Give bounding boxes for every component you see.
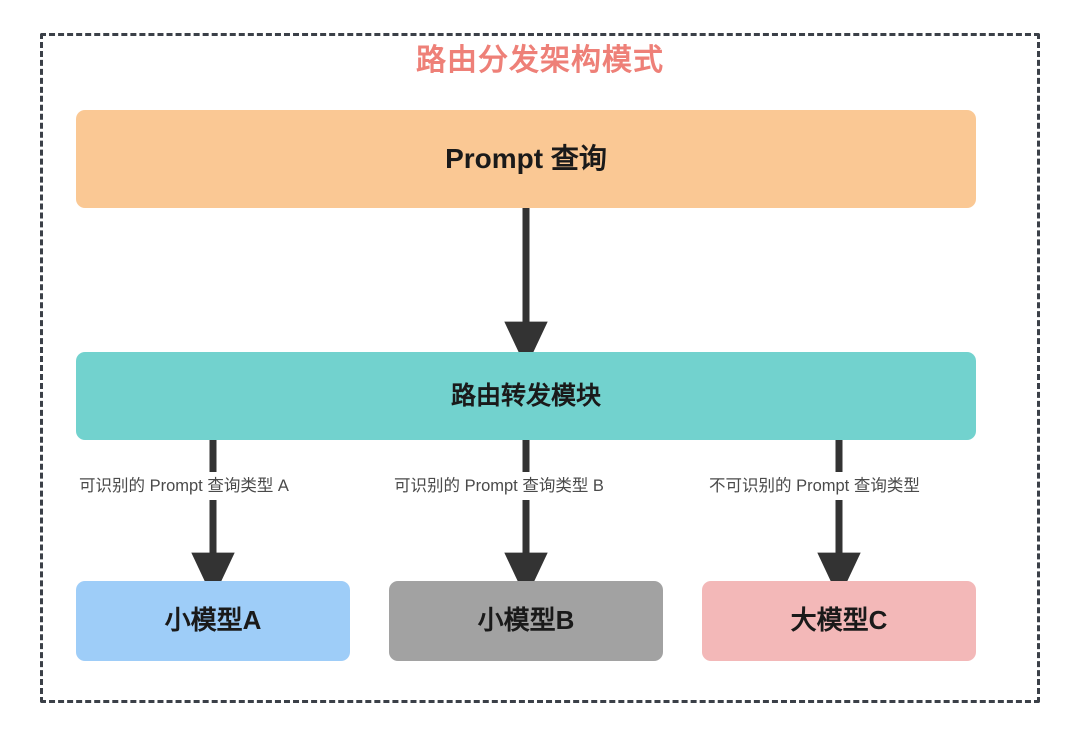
node-large-model-c-label: 大模型C: [790, 605, 888, 636]
node-prompt-query-label: Prompt 查询: [445, 143, 607, 175]
node-small-model-b-label: 小模型B: [477, 605, 575, 636]
edge-label-router-to-model-c: 不可识别的 Prompt 查询类型: [707, 472, 922, 500]
edge-label-router-to-model-b: 可识别的 Prompt 查询类型 B: [392, 472, 606, 500]
node-small-model-b[interactable]: 小模型B: [389, 581, 663, 661]
node-prompt-query[interactable]: Prompt 查询: [76, 110, 976, 208]
diagram-title: 路由分发架构模式: [416, 44, 664, 77]
edge-label-router-to-model-a: 可识别的 Prompt 查询类型 A: [77, 472, 291, 500]
node-large-model-c[interactable]: 大模型C: [702, 581, 976, 661]
node-small-model-a[interactable]: 小模型A: [76, 581, 350, 661]
node-router-module[interactable]: 路由转发模块: [76, 352, 976, 440]
node-router-module-label: 路由转发模块: [450, 382, 601, 410]
node-small-model-a-label: 小模型A: [164, 605, 262, 636]
diagram-frame: [40, 33, 1040, 703]
